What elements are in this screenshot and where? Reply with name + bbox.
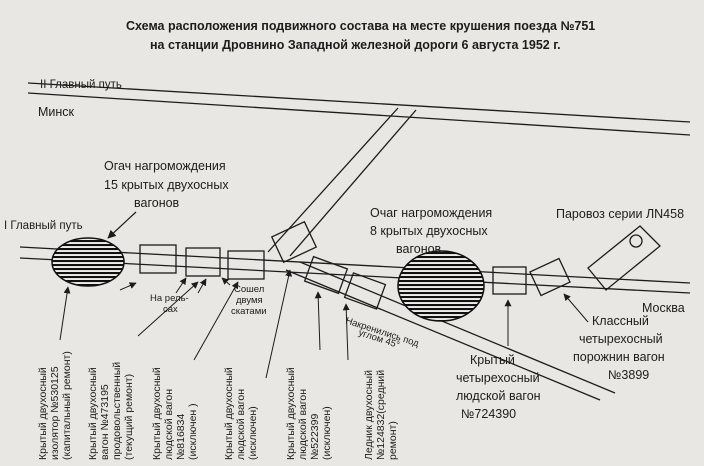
svg-text:(капитальный ремонт): (капитальный ремонт) — [61, 351, 73, 460]
svg-text:вагонов: вагонов — [134, 196, 180, 210]
caption-ice-wagon-124832: Ледник двухосный №124832(средний ремонт) — [363, 370, 399, 460]
caption-wagon-522399: Крытый двухосный людской вагон №522399 (… — [285, 367, 333, 460]
wagon-473195 — [139, 244, 177, 274]
svg-text:четырехосный: четырехосный — [456, 371, 540, 385]
svg-text:скатами: скатами — [231, 306, 267, 317]
pileup-focus-1 — [51, 237, 125, 287]
svg-text:Сошел: Сошел — [234, 284, 264, 295]
wagon-3899 — [529, 257, 571, 297]
title-line-2: на станции Дровнино Западной железной до… — [150, 38, 561, 52]
svg-text:порожнин вагон: порожнин вагон — [573, 350, 665, 364]
svg-text:вагон №473195: вагон №473195 — [99, 384, 111, 460]
svg-text:№522399: №522399 — [309, 414, 321, 460]
svg-text:№816834: №816834 — [175, 414, 187, 460]
label-main-track-2: II Главный путь — [40, 79, 122, 91]
svg-text:людской вагон: людской вагон — [235, 389, 247, 460]
svg-text:людской вагон: людской вагон — [456, 389, 541, 403]
svg-text:изолятор №530125: изолятор №530125 — [49, 366, 61, 460]
wagon-522399 — [303, 255, 349, 295]
svg-text:Крытый двухосный: Крытый двухосный — [151, 367, 163, 460]
label-main-track-1: I Главный путь — [4, 220, 83, 232]
caption-wagon-473195: Крытый двухосный вагон №473195 продоволь… — [87, 362, 135, 460]
title-line-1: Схема расположения подвижного состава на… — [126, 19, 595, 33]
track-main-2 — [27, 82, 691, 136]
svg-text:Классный: Классный — [592, 314, 649, 328]
label-moscow: Москва — [642, 301, 685, 315]
locomotive-shape — [587, 225, 661, 291]
wagon-on-crossover — [270, 220, 318, 264]
svg-text:продовольственный: продовольственный — [111, 362, 123, 460]
label-minsk: Минск — [38, 105, 75, 119]
svg-text:Ледник двухосный: Ледник двухосный — [363, 370, 375, 460]
wagon-724390 — [492, 266, 527, 295]
svg-text:№724390: №724390 — [461, 407, 516, 421]
svg-text:8 крытых двухосных: 8 крытых двухосных — [370, 224, 488, 238]
caption-wagon-3899: Классный четырехосный порожнин вагон №38… — [573, 314, 665, 382]
focus-2-label: Очаг нагромождения 8 крытых двухосных ва… — [370, 206, 492, 256]
caption-wagon-people: Крытый двухосный людской вагон (исключен… — [223, 367, 259, 460]
track-main-1 — [19, 246, 691, 294]
svg-text:двумя: двумя — [236, 295, 263, 306]
svg-text:Крытый двухосный: Крытый двухосный — [37, 367, 49, 460]
svg-text:(исключен): (исключен) — [321, 406, 333, 460]
svg-text:четырехосный: четырехосный — [579, 332, 663, 346]
focus-1-label: Огач нагромождения 15 крытых двухосных в… — [104, 159, 229, 210]
caption-wagon-816834: Крытый двухосный людской вагон №816834 (… — [151, 367, 199, 460]
svg-text:ремонт): ремонт) — [387, 421, 399, 460]
wagon-816834 — [185, 247, 221, 277]
branch-track — [285, 261, 616, 401]
caption-wagon-724390: Крытый четырехосный людской вагон №72439… — [456, 353, 541, 421]
pileup-focus-2 — [397, 250, 485, 322]
caption-insulator-530125: Крытый двухосный изолятор №530125 (капит… — [37, 351, 73, 460]
svg-text:(текущий ремонт): (текущий ремонт) — [123, 374, 135, 460]
svg-text:№124832(средний: №124832(средний — [375, 370, 387, 460]
svg-text:Крытый двухосный: Крытый двухосный — [87, 367, 99, 460]
svg-text:сах: сах — [163, 304, 178, 315]
svg-text:Крытый двухосный: Крытый двухосный — [285, 367, 297, 460]
wagon-124832 — [343, 272, 387, 310]
svg-text:(исключен): (исключен) — [247, 406, 259, 460]
svg-text:людской вагон: людской вагон — [163, 389, 175, 460]
svg-text:№3899: №3899 — [608, 368, 649, 382]
svg-text:На рель-: На рель- — [150, 293, 189, 304]
svg-text:(исключен ): (исключен ) — [187, 403, 199, 460]
svg-text:Очаг нагромождения: Очаг нагромождения — [370, 206, 492, 220]
svg-text:15 крытых двухосных: 15 крытых двухосных — [104, 178, 229, 192]
note-derailed: Сошел двумя скатами — [231, 284, 267, 317]
svg-text:людской вагон: людской вагон — [297, 389, 309, 460]
locomotive-label: Паровоз серии ЛN458 — [556, 207, 684, 221]
svg-text:вагонов: вагонов — [396, 242, 442, 256]
svg-text:Огач нагромождения: Огач нагромождения — [104, 159, 226, 173]
note-on-rails: На рель- сах — [150, 293, 189, 315]
svg-text:Крытый двухосный: Крытый двухосный — [223, 367, 235, 460]
wagon-people — [227, 250, 265, 280]
svg-text:Крытый: Крытый — [470, 353, 515, 367]
